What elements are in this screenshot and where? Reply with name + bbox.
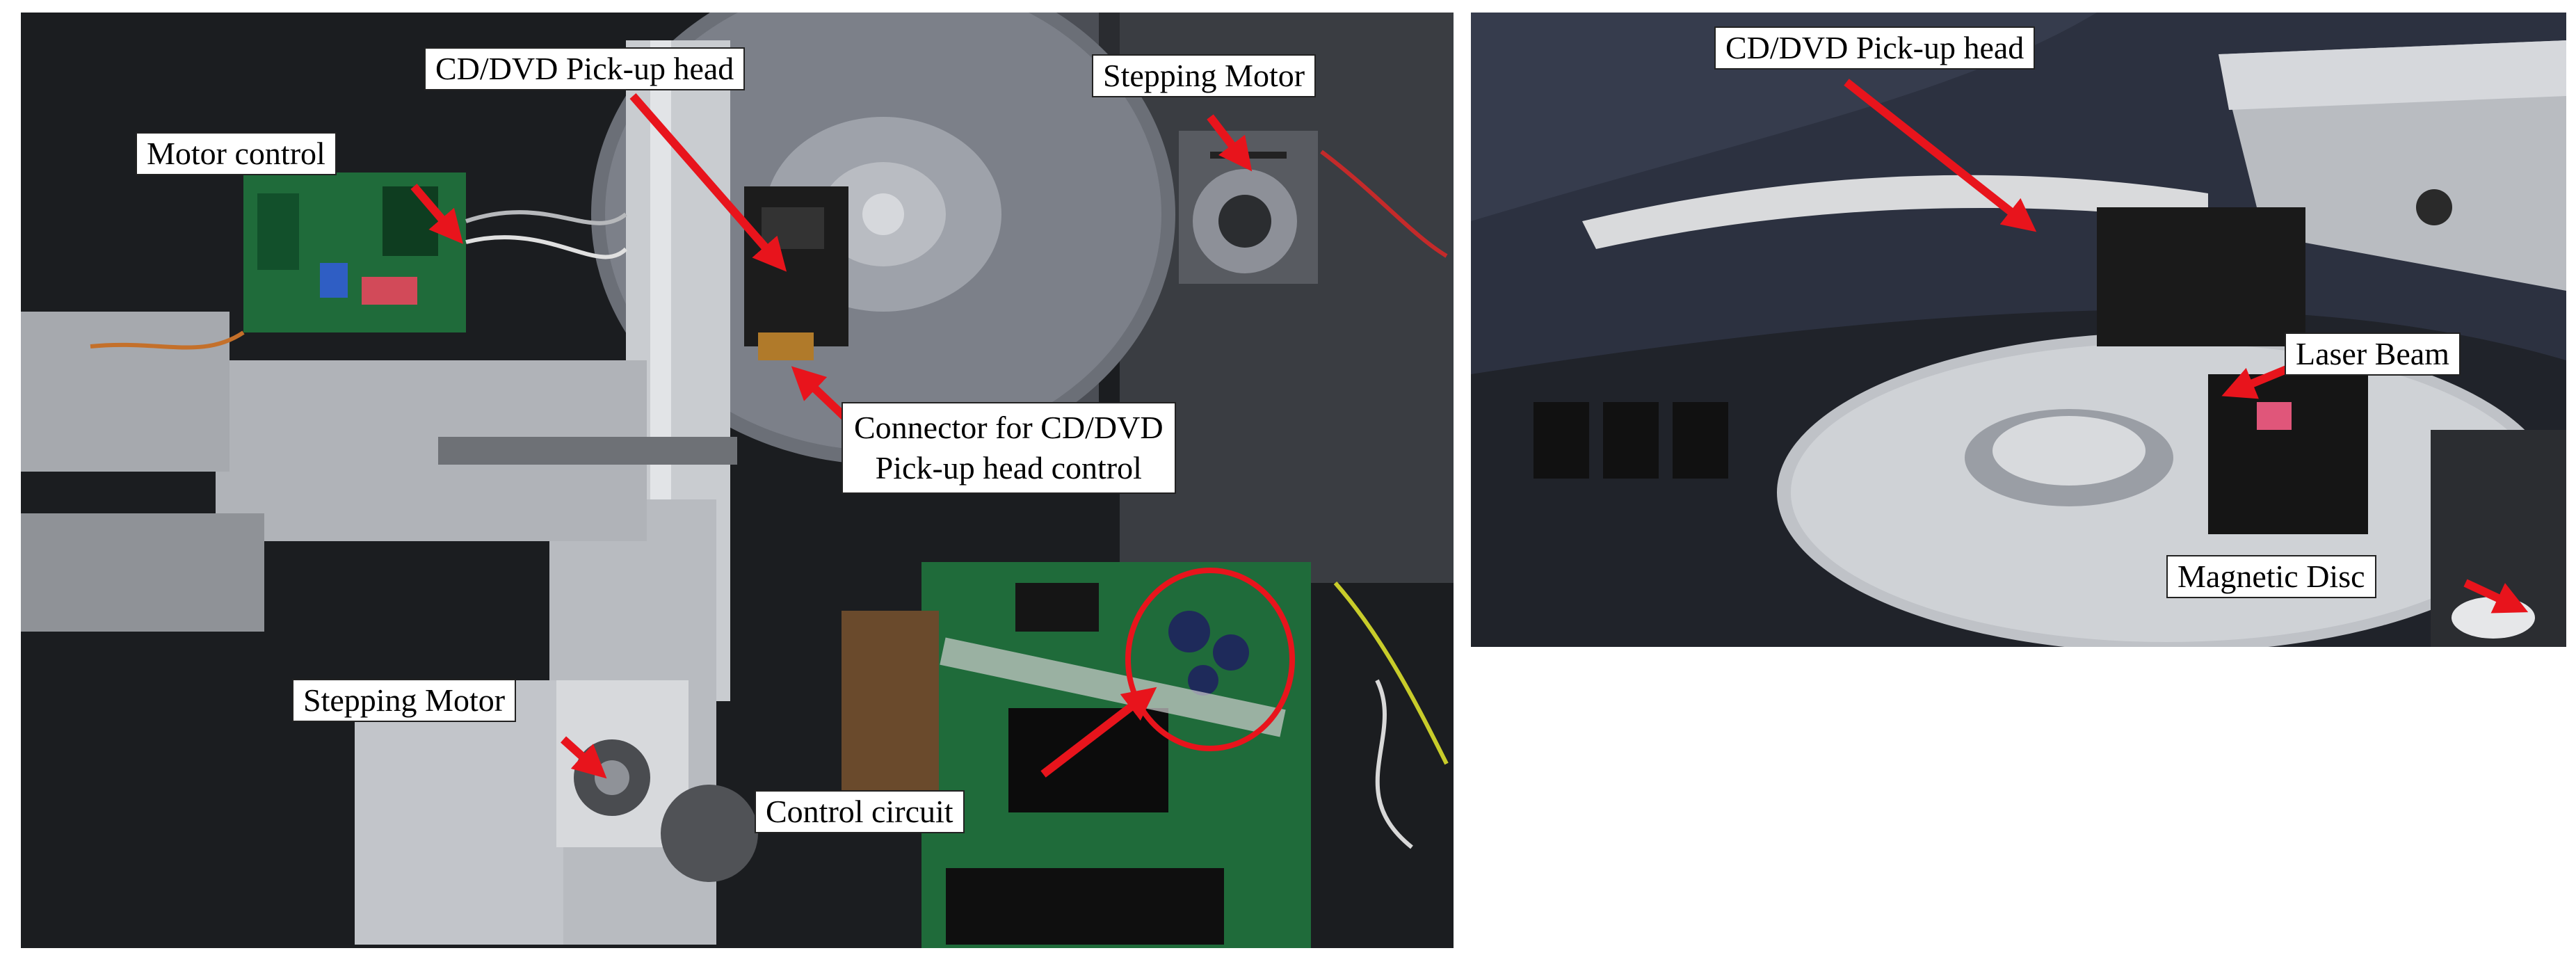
pickup-head-assembly — [744, 186, 848, 360]
label-pickup-head: CD/DVD Pick-up head — [424, 47, 746, 90]
label-magnetic-disc: Magnetic Disc — [2166, 555, 2376, 598]
label-connector-line1: Connector for CD/DVD — [854, 410, 1164, 445]
connectors — [1533, 402, 1728, 479]
label-stepping-motor-bottom: Stepping Motor — [292, 679, 517, 722]
wires — [90, 150, 1449, 849]
motor-control-board — [243, 173, 466, 332]
right-photo-scene — [1471, 13, 2566, 647]
lead-screw — [438, 437, 737, 465]
label-stepping-motor-top: Stepping Motor — [1092, 54, 1317, 97]
power-board — [842, 611, 939, 819]
label-connector: Connector for CD/DVD Pick-up head contro… — [842, 402, 1176, 494]
stepping-motor-bottom — [556, 680, 758, 882]
stepping-motor-top — [1179, 131, 1318, 284]
control-circuit-board — [921, 562, 1311, 948]
left-photo-panel: CD/DVD Pick-up head Stepping Motor Motor… — [21, 13, 1454, 948]
label-connector-line2: Pick-up head control — [875, 450, 1142, 486]
pickup-head — [2097, 207, 2368, 534]
label-control-circuit: Control circuit — [755, 790, 965, 833]
laser-diode — [2257, 402, 2292, 430]
label-laser-beam: Laser Beam — [2285, 332, 2461, 376]
highlight-circle — [1125, 568, 1295, 751]
label-pickup-head-right: CD/DVD Pick-up head — [1714, 26, 2036, 70]
label-motor-control: Motor control — [136, 132, 337, 175]
ribbon-cable — [1582, 175, 2208, 249]
right-photo-panel: CD/DVD Pick-up head Laser Beam Magnetic … — [1471, 13, 2566, 647]
